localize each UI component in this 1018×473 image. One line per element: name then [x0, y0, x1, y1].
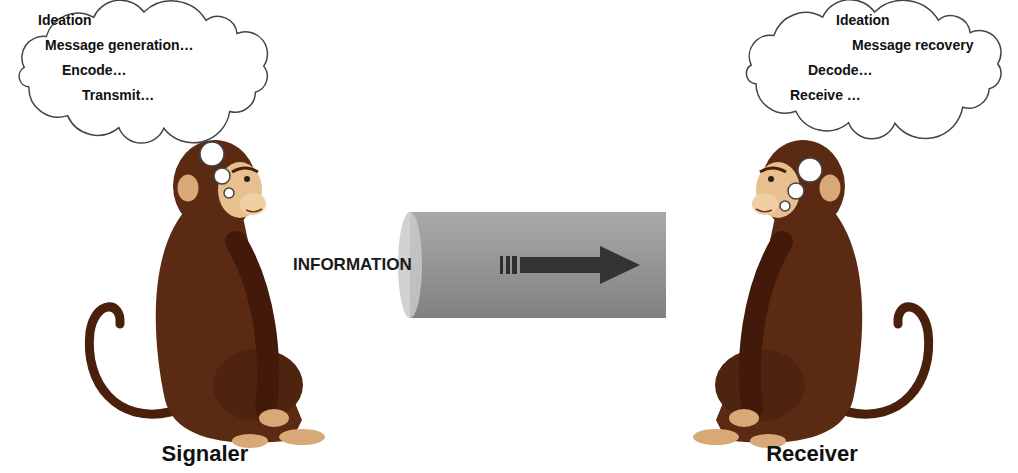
monkey-brow	[232, 168, 258, 172]
monkey-foot	[279, 429, 325, 445]
thought-text: Ideation	[836, 12, 890, 29]
channel-label: INFORMATION	[293, 255, 412, 275]
cylinder-body	[410, 212, 666, 318]
thought-cloud: IdeationMessage recoveryDecode… Receive …	[742, 3, 1007, 133]
thought-bubble	[214, 168, 230, 184]
thought-text: Transmit…	[82, 87, 154, 104]
cloud-outline	[746, 0, 1001, 139]
monkey-illustration	[693, 140, 929, 448]
cloud-outline	[19, 0, 267, 143]
monkey-hand	[259, 409, 289, 427]
arrow-head	[600, 246, 640, 284]
thought-text: Ideation	[38, 12, 92, 29]
monkey-illustration	[89, 140, 325, 448]
thought-text: Message recovery	[852, 37, 973, 54]
thought-bubbles	[200, 142, 822, 211]
arrow-stripe	[512, 256, 517, 274]
role-label: Signaler	[162, 441, 249, 467]
thought-bubble	[788, 183, 804, 199]
thought-bubble	[780, 201, 790, 211]
arrow-stripe	[500, 256, 503, 274]
thought-bubble	[798, 158, 822, 182]
channel-cylinder: INFORMATION	[398, 212, 666, 318]
monkey-mouth	[246, 209, 262, 212]
monkey-arm	[236, 242, 268, 408]
thought-text: Encode…	[62, 62, 127, 79]
thought-bubble	[224, 188, 234, 198]
monkey-muzzle	[240, 193, 266, 215]
cylinder-outline	[398, 212, 666, 318]
arrow-shaft	[520, 257, 602, 273]
thought-text: Decode…	[808, 62, 873, 79]
monkey-eye	[244, 176, 250, 182]
monkey-ear	[176, 173, 200, 203]
monkey-body	[156, 205, 302, 443]
thought-bubble	[200, 142, 224, 166]
thought-text: Receive …	[790, 87, 861, 104]
thought-text: Message generation…	[45, 37, 194, 54]
arrow-stripe	[506, 256, 510, 274]
role-label: Receiver	[766, 441, 858, 467]
thought-cloud: IdeationMessage generation… Encode… Transm…	[15, 3, 273, 138]
